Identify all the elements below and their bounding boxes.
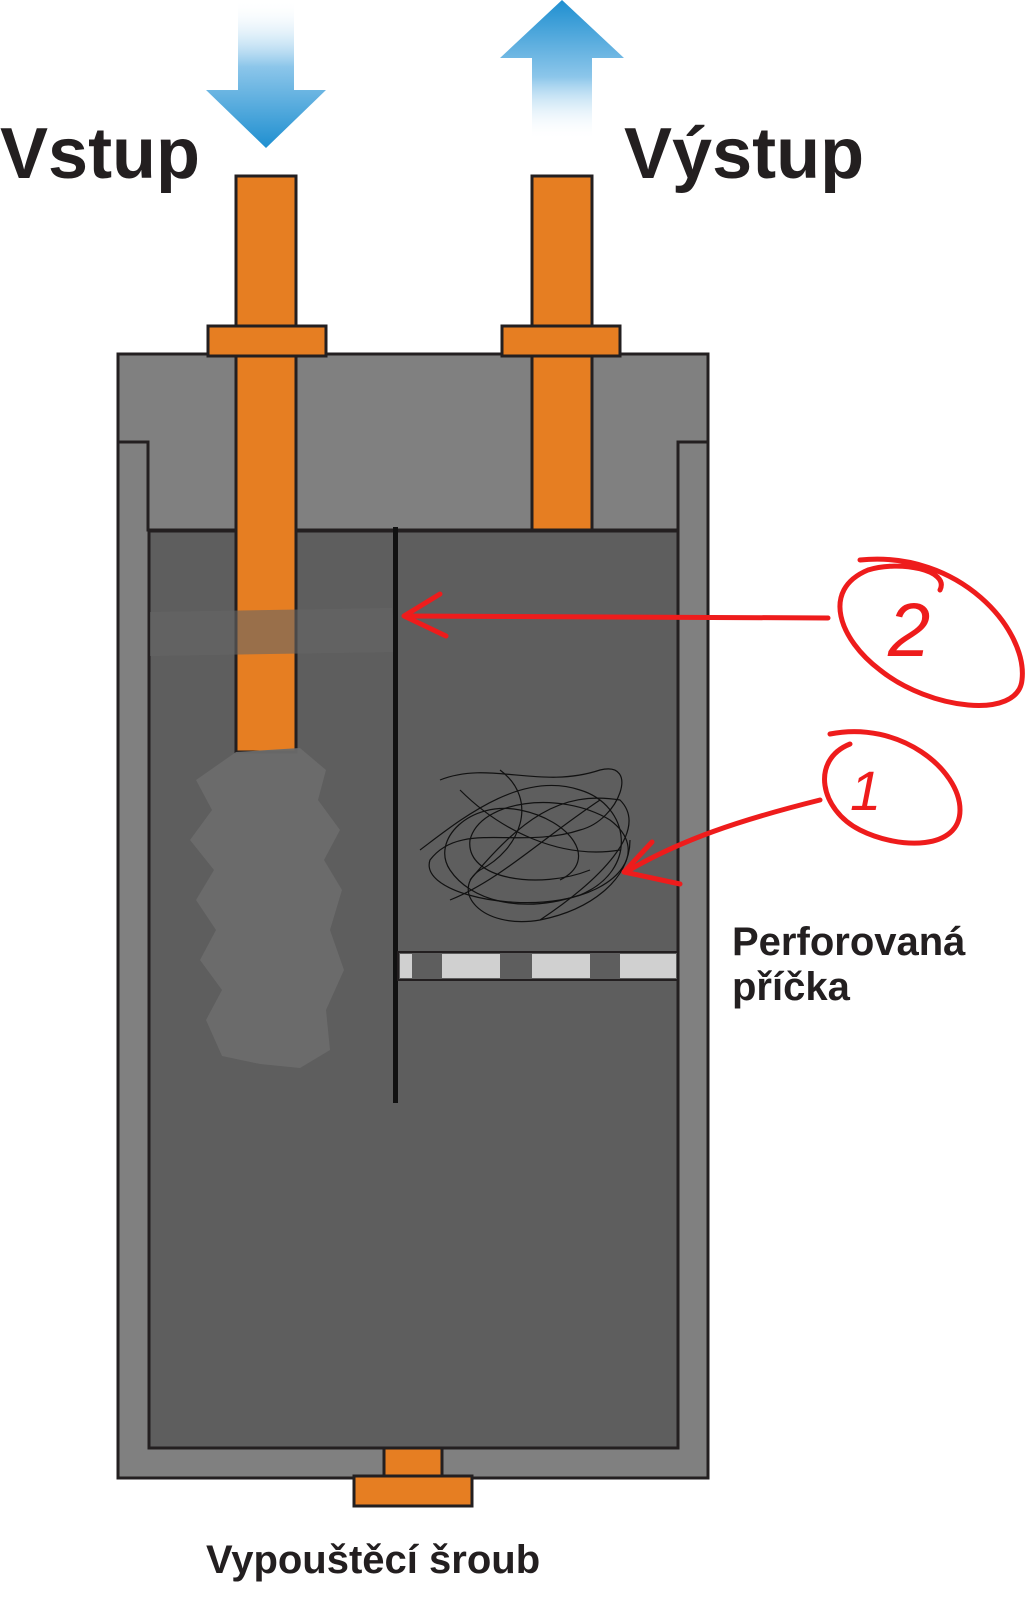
sediment-smudge: [150, 608, 396, 1068]
outlet-pipe: [500, 174, 622, 532]
annotation-marker-1: 1: [850, 759, 881, 822]
filter-wool: [419, 768, 631, 923]
inlet-pipe: [206, 174, 328, 754]
inlet-label: Vstup: [0, 114, 201, 194]
perforated-partition-label-line2: příčka: [732, 964, 850, 1009]
annotation-arrow-2: [401, 591, 831, 639]
perforated-partition: [397, 951, 679, 981]
perforated-partition-label: Perforovaná příčka: [732, 920, 965, 1010]
inlet-arrow-icon: [206, 0, 326, 148]
annotation-circle-1: 1: [822, 729, 963, 846]
outlet-label: Výstup: [624, 114, 865, 194]
annotation-arrow-1: [621, 797, 823, 887]
annotation-circle-2: 2: [837, 556, 1025, 708]
drain-screw-label: Vypouštěcí šroub: [206, 1538, 541, 1582]
filter-housing: [116, 352, 710, 1480]
perforated-partition-label-line1: Perforovaná: [732, 920, 966, 964]
drain-screw: [352, 1446, 474, 1508]
annotation-marker-2: 2: [887, 588, 930, 673]
outlet-arrow-icon: [500, 0, 624, 140]
baffle-plate: [393, 527, 398, 1103]
